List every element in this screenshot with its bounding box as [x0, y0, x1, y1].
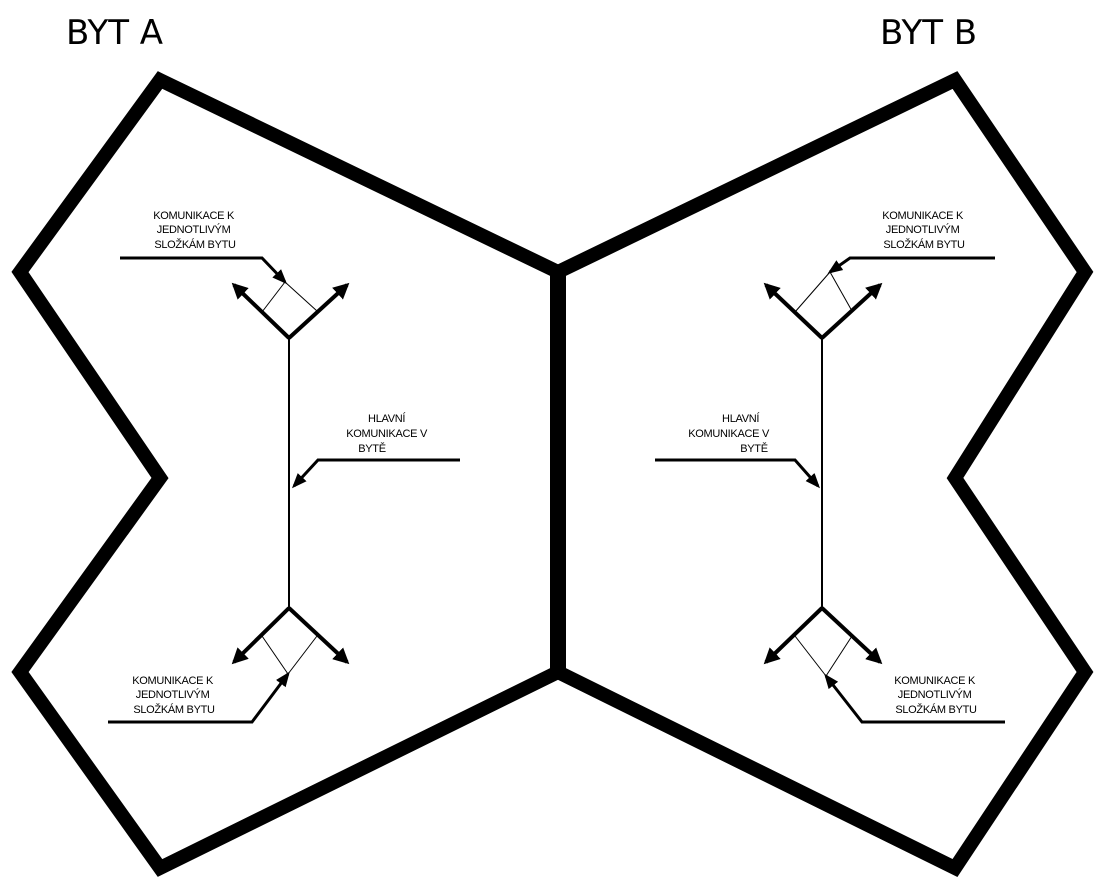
branch-arrow-a-bottom-right [287, 606, 350, 665]
branch-arrow-a-top-left [231, 282, 291, 340]
branch-arrow-b-top-left [763, 282, 824, 340]
apartment-b-title: BYT B [880, 13, 977, 53]
branch-link-a-bottom [261, 635, 289, 675]
label-b-main: HLAVNÍ KOMUNIKACE V BYTĚ [688, 412, 772, 455]
leader-b-top [827, 256, 995, 274]
apartment-a-title: BYT A [66, 13, 163, 53]
leader-b-bottom [824, 673, 1005, 724]
branch-arrow-a-top-right [287, 282, 350, 340]
label-a-main: HLAVNÍ KOMUNIKACE V BYTĚ [346, 412, 430, 455]
leader-b-main [655, 458, 820, 489]
branch-arrow-b-bottom-right [820, 606, 883, 665]
leader-a-bottom [108, 671, 290, 724]
branch-link-a-top [261, 281, 286, 313]
label-b-top: KOMUNIKACE K JEDNOTLIVÝM SLOŽKÁM BYTU [882, 210, 966, 251]
branch-link-b-bottom-2 [825, 635, 853, 677]
circulation-a [108, 256, 460, 724]
branch-link-b-top-2 [829, 271, 853, 312]
label-a-top: KOMUNIKACE K JEDNOTLIVÝM SLOŽKÁM BYTU [153, 210, 237, 251]
branch-arrow-a-bottom-left [231, 606, 291, 665]
circulation-b [655, 256, 1005, 724]
leader-a-main [291, 458, 460, 489]
branch-link-b-top [794, 271, 831, 313]
branch-arrow-b-bottom-left [763, 606, 824, 665]
leader-a-top [120, 256, 288, 285]
branch-arrow-b-top-right [820, 282, 883, 340]
branch-link-a-bottom-2 [287, 635, 318, 675]
branch-link-a-top-2 [284, 281, 318, 312]
label-b-bottom: KOMUNIKACE K JEDNOTLIVÝM SLOŽKÁM BYTU [894, 675, 978, 716]
branch-link-b-bottom [794, 635, 827, 677]
label-a-bottom: KOMUNIKACE K JEDNOTLIVÝM SLOŽKÁM BYTU [132, 675, 216, 716]
